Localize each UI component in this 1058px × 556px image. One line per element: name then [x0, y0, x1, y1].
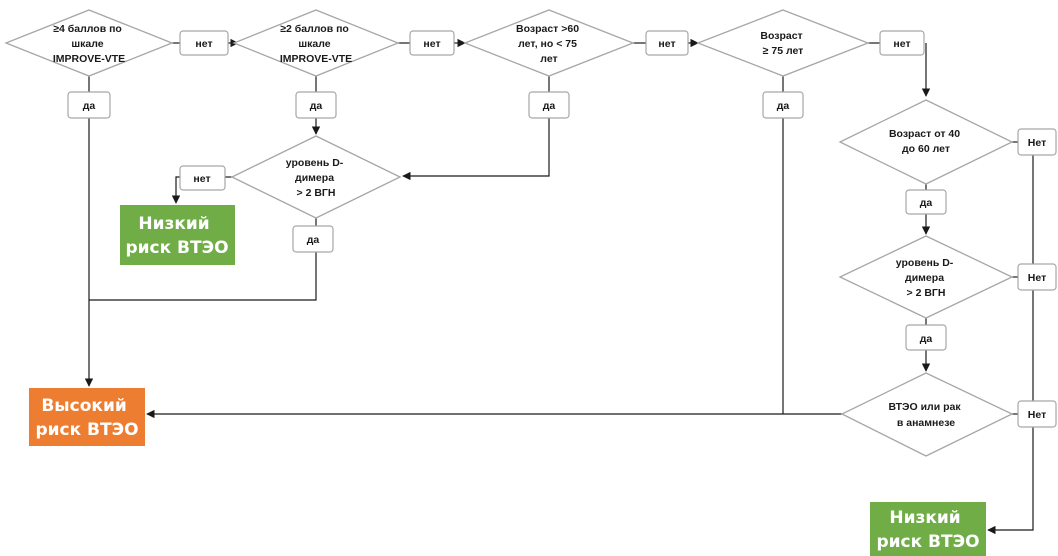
decision-text: IMPROVE-VTE [53, 53, 125, 65]
decision-age-60-75: Возраст >60 лет, но < 75 лет [463, 9, 635, 77]
label-text: да [777, 100, 790, 112]
svg-text:ВТЭО или рак в анамнезе: ВТЭО или рак в анамнезе [888, 401, 963, 429]
label-text: да [543, 100, 556, 112]
decision-text: лет [540, 53, 557, 65]
connector-line [89, 252, 317, 301]
decision-ddimer-right: уровень D- димера > 2 ВГН [838, 235, 1014, 319]
label-da-age40: да [905, 189, 947, 215]
outcome-text: Высокий [41, 396, 126, 416]
connector-arrow [171, 176, 181, 204]
decision-text: ≥ 75 лет [763, 45, 804, 57]
connector-arrow [987, 427, 1034, 535]
label-net-4: нет [879, 30, 925, 56]
decision-text: шкале [71, 38, 103, 50]
decision-text: в анамнезе [897, 417, 955, 429]
svg-text:Возраст ≥ 75 лет: Возраст ≥ 75 лет [760, 30, 805, 57]
label-Net-vteo: Нет [1017, 400, 1057, 428]
svg-text:≥4 баллов по шкале: ≥4 баллов по шкале IMPROVE-VTE [53, 23, 125, 65]
svg-text:≥2 баллов по шкале: ≥2 баллов по шкале IMPROVE-VTE [280, 23, 352, 65]
svg-text:Низкий риск ВТЭО: Низкий риск ВТЭО [125, 214, 228, 258]
decision-text: уровень D- [286, 157, 344, 169]
decision-text: шкале [298, 38, 330, 50]
svg-text:Возраст >60 лет, но < 75: Возраст >60 лет, но < 75 лет [516, 23, 582, 65]
svg-text:уровень D- димера: уровень D- димера > 2 ВГН [286, 157, 346, 199]
outcome-text: риск ВТЭО [125, 238, 228, 258]
label-net-ddimer-left: нет [179, 165, 226, 191]
label-da-2: да [295, 91, 337, 119]
label-text: нет [195, 38, 212, 50]
label-net-2: нет [409, 30, 455, 56]
outcome-text: Низкий [138, 214, 209, 234]
decision-text: димера [295, 172, 334, 184]
svg-text:Высокий риск ВТЭО: Высокий риск ВТЭО [35, 396, 138, 440]
label-text: Нет [1028, 409, 1046, 421]
label-text: нет [893, 38, 910, 50]
label-text: Нет [1028, 137, 1046, 149]
label-Net-ddimer-right: Нет [1017, 263, 1057, 291]
decision-text: ≥4 баллов по [53, 23, 122, 35]
label-text: нет [193, 173, 210, 185]
outcome-text: Низкий [889, 508, 960, 528]
label-Net-age40: Нет [1017, 128, 1057, 156]
decision-improve2: ≥2 баллов по шкале IMPROVE-VTE [232, 9, 400, 77]
outcome-text: риск ВТЭО [35, 420, 138, 440]
decision-age-75: Возраст ≥ 75 лет [696, 9, 870, 77]
decision-text: > 2 ВГН [907, 287, 946, 299]
decision-ddimer-left: уровень D- димера > 2 ВГН [230, 135, 402, 219]
label-text: нет [658, 38, 675, 50]
svg-text:Низкий риск ВТЭО: Низкий риск ВТЭО [876, 508, 979, 552]
label-text: да [920, 333, 933, 345]
decision-text: > 2 ВГН [297, 187, 336, 199]
label-text: да [83, 100, 96, 112]
label-net-3: нет [645, 30, 689, 56]
decision-text: Возраст [760, 30, 802, 42]
decision-text: IMPROVE-VTE [280, 53, 352, 65]
decision-age-40-60: Возраст от 40 до 60 лет [838, 99, 1014, 185]
outcome-low-risk-right: Низкий риск ВТЭО [870, 502, 986, 556]
label-da-ddimer-right: да [905, 324, 947, 351]
decision-improve4: ≥4 баллов по шкале IMPROVE-VTE [4, 9, 174, 77]
label-text: нет [423, 38, 440, 50]
label-da-4: да [762, 91, 804, 119]
decision-text: лет, но < 75 [518, 38, 577, 50]
connector-arrow [402, 118, 550, 181]
svg-text:уровень D- димера: уровень D- димера > 2 ВГН [896, 257, 956, 299]
decision-vteo-cancer: ВТЭО или рак в анамнезе [840, 372, 1014, 457]
outcome-high-risk: Высокий риск ВТЭО [29, 388, 145, 446]
label-da-3: да [528, 91, 570, 119]
label-da-ddimer-left: да [292, 225, 334, 253]
label-text: да [310, 100, 323, 112]
label-text: да [307, 234, 320, 246]
label-net-1: нет [179, 30, 229, 56]
svg-text:Возраст от 40 до 60 лет: Возраст от 40 до 60 лет [889, 128, 963, 155]
decision-text: димера [905, 272, 944, 284]
decision-text: уровень D- [896, 257, 954, 269]
label-text: да [920, 197, 933, 209]
outcome-text: риск ВТЭО [876, 532, 979, 552]
label-da-1: да [67, 91, 111, 119]
connectors [84, 38, 1034, 535]
decision-text: до 60 лет [902, 143, 950, 155]
decision-text: Возраст >60 [516, 23, 579, 35]
outcome-low-risk-left: Низкий риск ВТЭО [120, 205, 235, 265]
decision-text: ≥2 баллов по [280, 23, 349, 35]
decision-text: ВТЭО или рак [888, 401, 961, 413]
label-text: Нет [1028, 272, 1046, 284]
decision-text: Возраст от 40 [889, 128, 960, 140]
